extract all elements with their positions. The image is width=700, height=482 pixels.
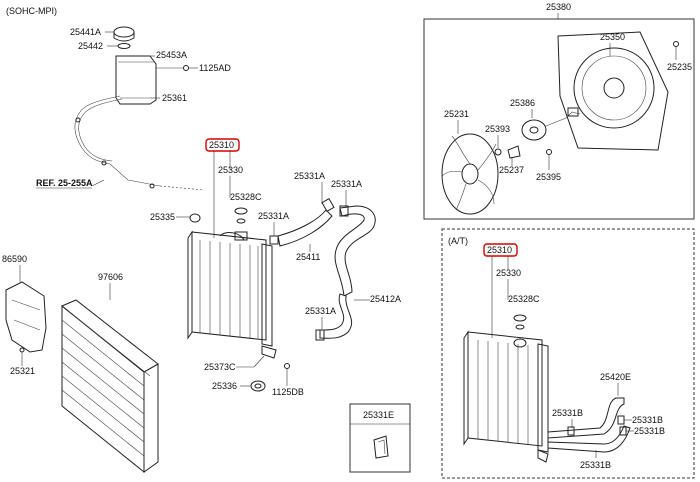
label-25331A-a: 25331A	[258, 211, 289, 221]
clamp-25331E-box: 25331E	[349, 403, 411, 473]
label-25361: 25361	[162, 93, 187, 103]
label-25386: 25386	[510, 98, 535, 108]
at-title: (A/T)	[448, 236, 468, 246]
label-25453A: 25453A	[156, 50, 187, 60]
at-label-25331B-b: 25331B	[632, 415, 663, 425]
label-1125DB: 1125DB	[272, 387, 304, 397]
radiator-assembly: 25310 25330 25328C 25335 25331A	[150, 138, 401, 397]
label-25336: 25336	[212, 381, 237, 391]
at-label-25331B-a: 25331B	[552, 408, 583, 418]
label-25380: 25380	[546, 2, 571, 12]
ref-label: REF. 25-255A	[36, 178, 93, 188]
condenser-assembly: 86590 25321 97606	[2, 254, 159, 474]
at-label-25330: 25330	[496, 268, 521, 278]
at-label-25420E: 25420E	[600, 372, 631, 382]
label-25331A-d: 25331A	[305, 306, 336, 316]
label-25331E: 25331E	[363, 410, 394, 420]
label-25412A: 25412A	[370, 294, 401, 304]
at-label-25328C: 25328C	[508, 294, 540, 304]
label-25321: 25321	[10, 366, 35, 376]
label-25310: 25310	[209, 140, 234, 150]
label-25395: 25395	[536, 172, 561, 182]
label-97606: 97606	[98, 272, 123, 282]
label-86590: 86590	[2, 254, 27, 264]
label-25350: 25350	[600, 32, 625, 42]
at-label-25331B-c: 25331B	[634, 426, 665, 436]
label-25442: 25442	[78, 41, 103, 51]
label-25237: 25237	[499, 165, 524, 175]
reservoir-assembly: 25441A 25442 25453A 1125AD 25361	[70, 26, 231, 191]
label-25328C: 25328C	[230, 192, 262, 202]
label-25231: 25231	[444, 109, 469, 119]
at-label-25331B-d: 25331B	[580, 460, 611, 470]
label-25411: 25411	[296, 252, 320, 262]
label-25373C: 25373C	[204, 362, 236, 372]
label-25330: 25330	[218, 165, 243, 175]
label-25441A: 25441A	[70, 27, 101, 37]
label-25335: 25335	[150, 212, 175, 222]
label-1125AD: 1125AD	[199, 63, 231, 73]
at-label-25310: 25310	[487, 245, 512, 255]
label-25393: 25393	[485, 124, 510, 134]
at-radiator-box: (A/T) 25310 25330 25328C 25420E 25331B	[441, 228, 695, 479]
label-25331A-b: 25331A	[294, 171, 325, 181]
label-25331A-c: 25331A	[331, 179, 362, 189]
variant-header: (SOHC-MPI)	[6, 6, 57, 16]
label-25235: 25235	[667, 62, 692, 72]
fan-assembly-box: 25380 25350 25235 25231 25386 25393	[423, 2, 695, 220]
